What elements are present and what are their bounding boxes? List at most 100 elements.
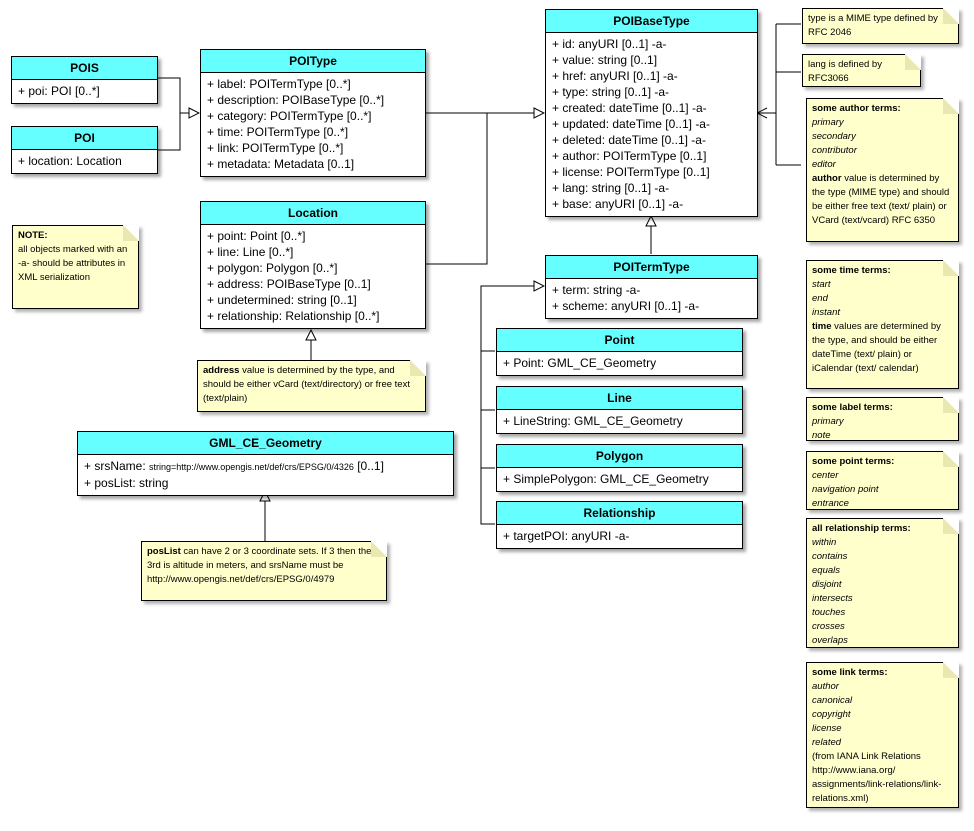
class-attribute: + line: Line [0..*] — [207, 245, 294, 259]
note-label-terms: some label terms: primary note — [806, 397, 959, 441]
class-attribute: + base: anyURI [0..1] -a- — [552, 197, 684, 211]
class-attribute: + SimplePolygon: GML_CE_Geometry — [503, 472, 709, 486]
class-pois[interactable]: POIS + poi: POI [0..*] — [11, 56, 158, 104]
class-title: POIBaseType — [546, 10, 757, 33]
note-heading: some author terms: — [812, 103, 901, 114]
note-fold — [410, 360, 426, 376]
note-fold — [943, 662, 959, 678]
note-heading: address — [203, 365, 240, 376]
class-gml-ce-geometry[interactable]: GML_CE_Geometry + srsName: string=http:/… — [77, 431, 454, 496]
class-attribute: + href: anyURI [0..1] -a- — [552, 69, 678, 83]
class-attribute: + lang: string [0..1] -a- — [552, 181, 670, 195]
class-poibasetype[interactable]: POIBaseType + id: anyURI [0..1] -a- + va… — [545, 9, 758, 217]
term: center — [812, 470, 839, 481]
class-attribute: + metadata: Metadata [0..1] — [207, 157, 355, 171]
class-point[interactable]: Point + Point: GML_CE_Geometry — [496, 328, 743, 376]
note-point-terms: some point terms: center navigation poin… — [806, 451, 959, 510]
class-attribute: + polygon: Polygon [0..*] — [207, 261, 338, 275]
term: primary — [812, 117, 844, 128]
note-link-terms: some link terms: author canonical copyri… — [806, 662, 959, 808]
note-text: value is determined by the type, and sho… — [203, 365, 410, 404]
class-title: Relationship — [497, 502, 742, 525]
term: canonical — [812, 695, 853, 706]
class-attribute: + created: dateTime [0..1] -a- — [552, 101, 707, 115]
class-attribute: + author: POITermType [0..1] — [552, 149, 707, 163]
term: overlaps — [812, 635, 848, 646]
term: end — [812, 293, 828, 304]
class-title: POIS — [12, 57, 157, 80]
class-relationship[interactable]: Relationship + targetPOI: anyURI -a- — [496, 501, 743, 549]
note-fold — [905, 54, 921, 70]
term: author — [812, 681, 839, 692]
note-heading: some time terms: — [812, 265, 891, 276]
class-title: POITermType — [546, 256, 757, 279]
term: note — [812, 430, 831, 441]
note-relationship-terms: all relationship terms: within contains … — [806, 518, 959, 648]
class-attribute: + category: POITermType [0..*] — [207, 109, 372, 123]
srs-multiplicity: [0..1] — [353, 459, 384, 473]
class-title: Location — [201, 202, 425, 225]
class-title: POI — [12, 127, 157, 150]
class-attribute: + value: string [0..1] — [552, 53, 658, 67]
note-fold — [943, 397, 959, 413]
class-attribute: + point: Point [0..*] — [207, 229, 306, 243]
term: disjoint — [812, 579, 842, 590]
class-title: POIType — [201, 50, 425, 73]
class-attribute: + relationship: Relationship [0..*] — [207, 309, 380, 323]
note-fold — [371, 541, 387, 557]
note-text: (from IANA Link Relations http://www.ian… — [812, 751, 942, 804]
class-attribute: + label: POITermType [0..*] — [207, 77, 351, 91]
term: instant — [812, 307, 840, 318]
class-title: Line — [497, 387, 742, 410]
term: contains — [812, 551, 848, 562]
class-attribute: + type: string [0..1] -a- — [552, 85, 670, 99]
term: crosses — [812, 621, 845, 632]
class-poi[interactable]: POI + location: Location — [11, 126, 158, 174]
note-poslist: posList can have 2 or 3 coordinate sets.… — [141, 541, 387, 601]
note-fold — [943, 451, 959, 467]
note-attributes: NOTE:all objects marked with an -a- shou… — [12, 225, 139, 309]
term: navigation point — [812, 484, 879, 495]
class-attribute: + posList: string — [84, 476, 169, 490]
class-title: Point — [497, 329, 742, 352]
note-heading: all relationship terms: — [812, 523, 911, 534]
note-heading: some link terms: — [812, 667, 888, 678]
class-title: GML_CE_Geometry — [78, 432, 453, 455]
note-text: value is determined by the type (MIME ty… — [812, 173, 950, 226]
note-fold — [943, 8, 959, 24]
class-line[interactable]: Line + LineString: GML_CE_Geometry — [496, 386, 743, 434]
class-poitype[interactable]: POIType + label: POITermType [0..*] + de… — [200, 49, 426, 177]
note-keyword: author — [812, 173, 842, 184]
term: contributor — [812, 145, 857, 156]
note-time-terms: some time terms: start end instant time … — [806, 260, 959, 389]
note-heading: some point terms: — [812, 456, 895, 467]
class-poitermtype[interactable]: POITermType + term: string -a- + scheme:… — [545, 255, 758, 319]
note-type-mime: type is a MIME type defined by RFC 2046 — [802, 8, 959, 44]
term: within — [812, 537, 837, 548]
note-heading: some label terms: — [812, 402, 893, 413]
class-attribute: + deleted: dateTime [0..1] -a- — [552, 133, 706, 147]
note-fold — [943, 98, 959, 114]
srs-value: string=http://www.opengis.net/def/crs/EP… — [149, 462, 354, 472]
note-heading: posList — [147, 546, 181, 557]
term: touches — [812, 607, 846, 618]
note-lang: lang is defined by RFC3066 — [802, 54, 921, 87]
class-location[interactable]: Location + point: Point [0..*] + line: L… — [200, 201, 426, 329]
class-attribute: + targetPOI: anyURI -a- — [503, 529, 630, 543]
class-attribute: + scheme: anyURI [0..1] -a- — [552, 299, 700, 313]
note-fold — [943, 260, 959, 276]
class-attribute: + link: POITermType [0..*] — [207, 141, 344, 155]
link-pois-poitype — [156, 77, 181, 113]
class-title: Polygon — [497, 445, 742, 468]
note-text: all objects marked with an -a- should be… — [18, 244, 128, 283]
note-address: address value is determined by the type,… — [197, 360, 426, 412]
class-polygon[interactable]: Polygon + SimplePolygon: GML_CE_Geometry — [496, 444, 743, 492]
term: copyright — [812, 709, 851, 720]
note-text: type is a MIME type defined by RFC 2046 — [808, 13, 938, 38]
note-keyword: time — [812, 321, 832, 332]
link-location-poibasetype — [425, 113, 488, 265]
term: related — [812, 737, 842, 748]
class-attribute: + location: Location — [18, 154, 122, 168]
term: editor — [812, 159, 836, 170]
